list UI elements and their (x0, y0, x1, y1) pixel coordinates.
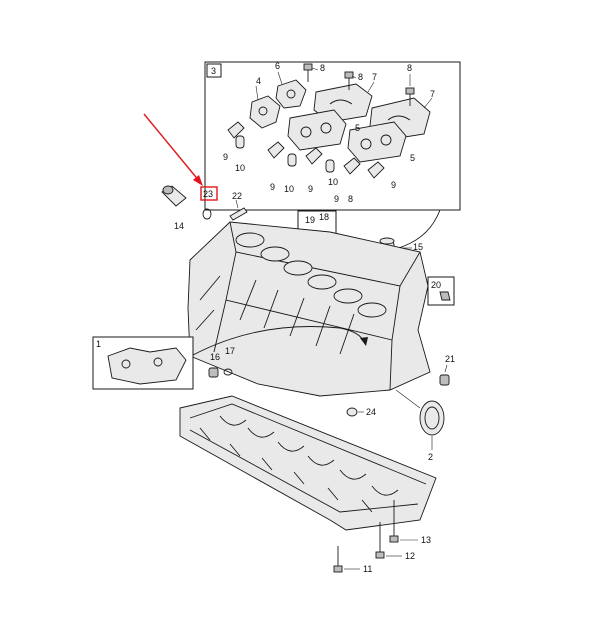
bolt-part-12 (375, 522, 385, 559)
washer-part-17 (223, 368, 233, 376)
callout-19: 19 (305, 215, 315, 225)
bolt-part-13 (389, 500, 399, 543)
bracket-part-4 (249, 95, 281, 129)
callout-15: 15 (413, 242, 423, 252)
callout-12: 12 (405, 551, 415, 561)
plug-parts-10 (235, 135, 335, 173)
dowel-part-24 (346, 407, 358, 417)
callout-9b: 9 (270, 182, 275, 192)
sensor-part-14 (161, 185, 187, 207)
gasket-part-5b (347, 121, 407, 163)
callout-22: 22 (232, 191, 242, 201)
gasket-part-5a (287, 109, 347, 151)
callout-13: 13 (421, 535, 431, 545)
bolt-part-11 (333, 546, 343, 573)
callout-8b: 8 (358, 72, 363, 82)
inset-box-3: 3 (204, 61, 461, 211)
callout-1: 1 (96, 339, 101, 349)
inset-box-1: 1 (92, 336, 194, 390)
callout-10c: 10 (328, 177, 338, 187)
engine-block (187, 221, 431, 397)
bolt-part-8a (303, 63, 313, 82)
callout-11: 11 (363, 564, 372, 574)
callout-18: 18 (319, 212, 329, 222)
callout-5a: 5 (355, 123, 360, 133)
callout-16: 16 (210, 352, 220, 362)
callout-20: 20 (431, 280, 441, 290)
bolt-part-8c (405, 87, 415, 106)
callout-8d: 8 (348, 194, 353, 204)
callout-9c: 9 (308, 184, 313, 194)
bolt-part-16 (208, 367, 219, 378)
inset-box-20: 20 (427, 276, 455, 306)
callout-9e: 9 (391, 180, 396, 190)
callout-2: 2 (428, 452, 433, 462)
callout-14: 14 (174, 221, 184, 231)
callout-7b: 7 (430, 89, 435, 99)
callout-10a: 10 (235, 163, 245, 173)
bolt-part-8b (344, 71, 354, 90)
callout-3: 3 (211, 66, 216, 76)
callout-23: 23 (203, 189, 213, 199)
callout-8a: 8 (320, 63, 325, 73)
callout-7a: 7 (372, 72, 377, 82)
bedplate (179, 395, 437, 531)
callout-21: 21 (445, 354, 455, 364)
highlight-pointer: 23 (143, 113, 218, 201)
callout-8c: 8 (407, 63, 412, 73)
plug-part-21 (439, 374, 450, 386)
callout-17: 17 (225, 346, 235, 356)
dowel-part-22 (229, 207, 248, 221)
callout-6: 6 (275, 61, 280, 71)
seal-ring-part-23 (202, 208, 212, 220)
nozzle-parts-9 (227, 121, 385, 179)
rear-seal-part-2 (419, 400, 445, 436)
bracket-part-6 (275, 79, 307, 109)
callout-4: 4 (256, 76, 261, 86)
callout-5b: 5 (410, 153, 415, 163)
callout-9a: 9 (223, 152, 228, 162)
callout-24: 24 (366, 407, 376, 417)
callout-9d: 9 (334, 194, 339, 204)
callout-10b: 10 (284, 184, 294, 194)
